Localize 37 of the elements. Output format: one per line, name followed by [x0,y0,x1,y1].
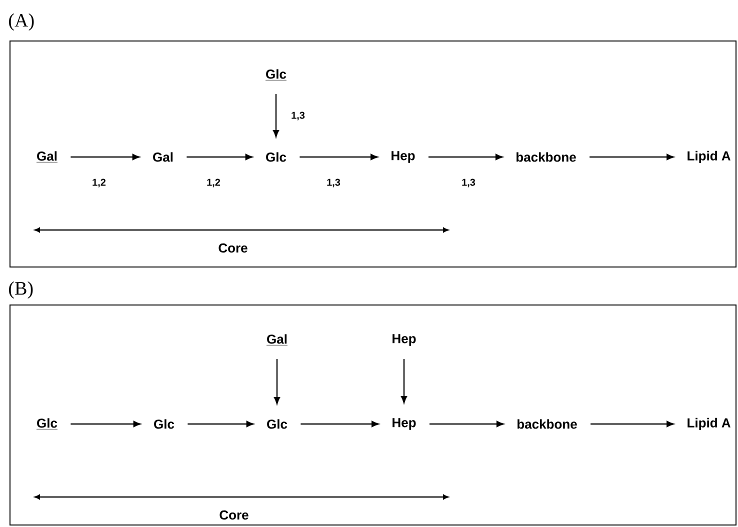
arrow [590,154,674,160]
span-label: Core [220,510,248,520]
arrow [188,420,254,428]
arrow [300,154,378,160]
linkage-label: 1,3 [290,110,306,122]
sugar-label: backbone [516,152,576,162]
sugar-label: Gal [266,334,288,346]
sugar-label: Glc [265,69,287,80]
sugar-label: Lipid A [688,418,730,430]
linkage-label: 1,3 [460,178,476,188]
sugar-label: Glc [266,152,286,162]
sugar-label: Gal [153,152,173,162]
sugar-label: Hep [392,334,416,346]
sugar-label: Gal [36,151,58,162]
arrow [70,420,141,428]
arrow [186,154,253,160]
arrow [272,94,280,138]
sugar-label: Glc [154,419,174,429]
linkage-label: 1,2 [206,178,222,188]
panel-heading: (B) [9,281,33,299]
sugar-label: Glc [36,418,58,430]
arrow [300,420,379,428]
arrow [400,359,408,404]
arrow [590,420,674,428]
panel-heading: (A) [9,13,34,31]
arrow [70,154,140,160]
arrow [429,420,504,428]
arrow [428,154,503,160]
arrow [274,358,280,404]
sugar-label: Glc [267,419,288,429]
linkage-label: 1,3 [326,178,342,188]
sugar-label: Hep [392,418,416,430]
sugar-label: Hep [392,151,415,163]
sugar-label: backbone [518,419,577,429]
linkage-label: 1,2 [91,178,107,188]
span-label: Core [218,243,248,253]
sugar-label: Lipid A [688,150,730,164]
